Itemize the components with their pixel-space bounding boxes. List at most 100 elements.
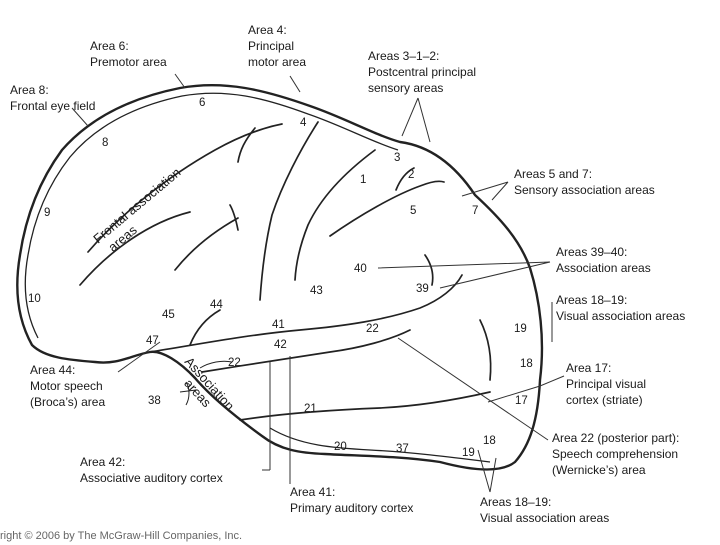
label-area1819a-line2: Visual association areas — [556, 309, 685, 323]
num-22b: 22 — [228, 357, 241, 369]
num-42: 42 — [274, 339, 287, 351]
label-area6: Area 6: Premotor area — [90, 39, 167, 69]
occipital-sulcus — [479, 319, 492, 381]
gyrus-detail-1 — [179, 381, 197, 406]
label-area1819a: Areas 18–19: Visual association areas — [556, 293, 685, 323]
num-38: 38 — [148, 395, 161, 407]
label-area41-line1: Area 41: — [290, 485, 335, 499]
label-area42: Area 42: Associative auditory cortex — [80, 455, 223, 485]
label-area4-line1: Area 4: — [248, 23, 287, 37]
num-19b: 19 — [462, 447, 475, 459]
label-area8-line2: Frontal eye field — [10, 99, 95, 113]
label-area1819b-line1: Areas 18–19: — [480, 495, 551, 509]
label-frontal-association: Frontal association areas — [90, 162, 196, 258]
label-area57-line1: Areas 5 and 7: — [514, 167, 592, 181]
label-area41: Area 41: Primary auditory cortex — [290, 485, 413, 515]
label-area8: Area 8: Frontal eye field — [10, 83, 95, 113]
num-10: 10 — [28, 293, 41, 305]
label-area4: Area 4: Principal motor area — [248, 23, 306, 69]
leader-area1819b — [477, 449, 497, 493]
num-1: 1 — [360, 174, 366, 186]
superior-frontal-sulcus — [87, 123, 283, 253]
label-area44-line1: Area 44: — [30, 363, 75, 377]
label-area312: Areas 3–1–2: Postcentral principal senso… — [368, 49, 479, 95]
label-area1819b-line2: Visual association areas — [480, 511, 609, 525]
num-5: 5 — [410, 205, 416, 217]
label-area22: Area 22 (posterior part): Speech compreh… — [552, 431, 683, 477]
num-2: 2 — [408, 169, 414, 181]
leader-area57 — [461, 181, 509, 201]
num-43: 43 — [310, 285, 323, 297]
leader-area17 — [487, 375, 565, 403]
leader-area6 — [174, 73, 186, 89]
label-area42-line1: Area 42: — [80, 455, 125, 469]
num-8: 8 — [102, 137, 108, 149]
label-area3940: Areas 39–40: Association areas — [556, 245, 651, 275]
num-19a: 19 — [514, 323, 527, 335]
label-area57-line2: Sensory association areas — [514, 183, 655, 197]
sylvian-ascending-ramus — [189, 309, 221, 346]
cortex-outline — [16, 83, 544, 471]
angular-sulcus — [424, 254, 434, 286]
num-6: 6 — [199, 97, 205, 109]
cortex-inner-outline — [24, 92, 399, 339]
label-area8-line1: Area 8: — [10, 83, 49, 97]
num-39: 39 — [416, 283, 429, 295]
leader-area44 — [117, 341, 161, 373]
superior-temporal-sulcus — [201, 329, 411, 373]
num-22a: 22 — [366, 323, 379, 335]
num-41: 41 — [272, 319, 285, 331]
num-7: 7 — [472, 205, 478, 217]
num-45: 45 — [162, 309, 175, 321]
label-area44: Area 44: Motor speech (Broca’s) area — [30, 363, 106, 409]
label-area3940-line2: Association areas — [556, 261, 651, 275]
label-area17: Area 17: Principal visual cortex (striat… — [566, 361, 649, 407]
num-3: 3 — [394, 152, 400, 164]
label-area17-line3: cortex (striate) — [566, 393, 643, 407]
label-area41-line2: Primary auditory cortex — [290, 501, 413, 515]
leader-area42 — [262, 362, 271, 471]
num-44: 44 — [210, 299, 223, 311]
intraparietal-sulcus — [329, 180, 445, 237]
copyright-notice: right © 2006 by The McGraw-Hill Companie… — [0, 530, 243, 542]
sylvian-fissure — [149, 274, 463, 353]
leader-area22 — [397, 337, 549, 441]
label-area22-line2: Speech comprehension — [552, 447, 678, 461]
label-area6-line2: Premotor area — [90, 55, 167, 69]
label-area44-line2: Motor speech — [30, 379, 103, 393]
label-area312-line1: Areas 3–1–2: — [368, 49, 439, 63]
leader-area4 — [289, 75, 301, 93]
label-area17-line1: Area 17: — [566, 361, 611, 375]
parietal-branch — [395, 167, 415, 191]
label-area44-line3: (Broca’s) area — [30, 395, 105, 409]
postcentral-sulcus — [294, 149, 376, 281]
label-area17-line2: Principal visual — [566, 377, 646, 391]
num-21: 21 — [304, 403, 317, 415]
frontal-branch — [174, 204, 239, 271]
label-area312-line2: Postcentral principal — [368, 65, 476, 79]
num-17: 17 — [515, 395, 528, 407]
num-9: 9 — [44, 207, 50, 219]
label-area22-line1: Area 22 (posterior part): — [552, 431, 679, 445]
precentral-sulcus — [237, 127, 256, 163]
num-20: 20 — [334, 441, 347, 453]
temporal-lower-outline — [269, 427, 491, 463]
label-area42-line2: Associative auditory cortex — [80, 471, 223, 485]
num-18b: 18 — [483, 435, 496, 447]
label-area312-line3: sensory areas — [368, 81, 443, 95]
inferior-temporal-sulcus — [239, 391, 491, 421]
label-area3940-line1: Areas 39–40: — [556, 245, 627, 259]
num-4: 4 — [300, 117, 307, 129]
num-37: 37 — [396, 443, 409, 455]
label-area1819b: Areas 18–19: Visual association areas — [480, 495, 609, 525]
label-area1819a-line1: Areas 18–19: — [556, 293, 627, 307]
leader-area312 — [401, 97, 431, 143]
num-18a: 18 — [520, 358, 533, 370]
num-40: 40 — [354, 263, 367, 275]
central-sulcus — [259, 121, 319, 301]
num-47: 47 — [146, 335, 159, 347]
gyrus-detail-2 — [199, 360, 233, 369]
inferior-frontal-sulcus — [79, 211, 191, 286]
